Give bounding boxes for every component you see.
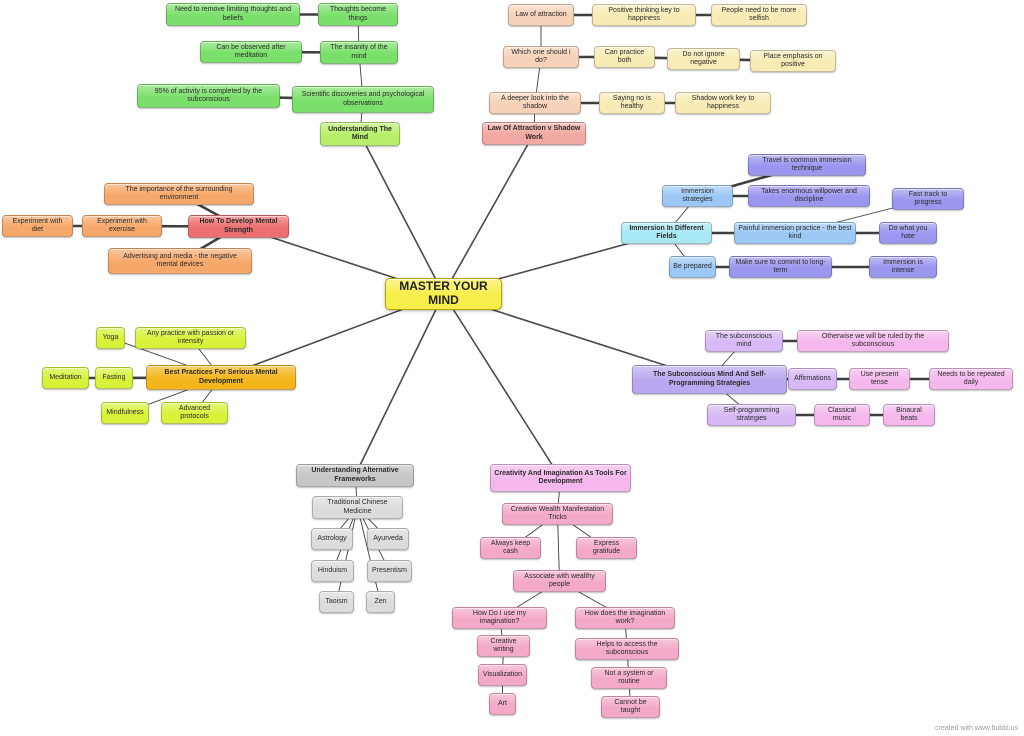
root-node[interactable]: MASTER YOUR MIND bbox=[385, 278, 502, 310]
mind-map-node-af[interactable]: Understanding Alternative Frameworks bbox=[296, 464, 414, 487]
mind-map-node-af4[interactable]: Hinduism bbox=[311, 560, 354, 582]
mind-map-node-um1[interactable]: Thoughts become things bbox=[318, 3, 398, 26]
mind-map-node-ci3c[interactable]: Cannot be taught bbox=[601, 696, 660, 718]
mind-map-node-um2a[interactable]: Can be observed after meditation bbox=[200, 41, 302, 63]
mind-map-node-im2[interactable]: Painful immersion practice - the best ki… bbox=[734, 222, 856, 244]
mind-map-node-af2[interactable]: Astrology bbox=[311, 528, 353, 550]
mind-map-node-ci3[interactable]: How does the imagination work? bbox=[575, 607, 675, 629]
mind-map-node-sc[interactable]: The Subconscious Mind And Self-Programmi… bbox=[632, 365, 787, 394]
mind-map-node-hd[interactable]: How To Develop Mental Strength bbox=[188, 215, 289, 238]
mind-map-node-sc3[interactable]: Self-programming strategies bbox=[707, 404, 796, 426]
mind-map-node-la2b[interactable]: Do not ignore negative bbox=[667, 48, 740, 70]
mind-map-node-sc2b[interactable]: Needs to be repeated daily bbox=[929, 368, 1013, 390]
mind-map-node-ci1b[interactable]: Express gratitude bbox=[576, 537, 637, 559]
mind-map-node-im3b[interactable]: Immersion is intense bbox=[869, 256, 937, 278]
connector-lines bbox=[36, 13, 973, 708]
mind-map-node-ci3b[interactable]: Not a system or routine bbox=[591, 667, 667, 689]
mind-map-node-bp3[interactable]: Fasting bbox=[95, 367, 133, 389]
mind-map-node-hd2[interactable]: Experiment with exercise bbox=[82, 215, 162, 237]
mind-map-node-la2c[interactable]: Place emphasis on positive bbox=[750, 50, 836, 72]
mind-map-node-ci1[interactable]: Creative Wealth Manifestation Tricks bbox=[502, 503, 613, 525]
mind-map-node-af6[interactable]: Taoism bbox=[319, 591, 354, 613]
mind-map-node-im1b[interactable]: Takes enormous willpower and discipline bbox=[748, 185, 870, 207]
mind-map-node-sc3a[interactable]: Classical music bbox=[814, 404, 870, 426]
mind-map-node-hd1[interactable]: The importance of the surrounding enviro… bbox=[104, 183, 254, 205]
mind-map-node-um1a[interactable]: Need to remove limiting thoughts and bel… bbox=[166, 3, 300, 26]
mind-map-node-af7[interactable]: Zen bbox=[366, 591, 395, 613]
mind-map-node-bp3a[interactable]: Meditation bbox=[42, 367, 89, 389]
mind-map-node-sc2[interactable]: Affirmations bbox=[788, 368, 837, 390]
mind-map-node-la3b[interactable]: Shadow work key to happiness bbox=[675, 92, 771, 114]
connector-af1-af7 bbox=[357, 507, 381, 603]
mind-map-node-la3[interactable]: A deeper look into the shadow bbox=[489, 92, 581, 114]
connector-root-sc bbox=[442, 293, 711, 381]
mind-map-node-im[interactable]: Immersion In Different Fields bbox=[621, 222, 712, 244]
footer-credit: created with www.bubbl.us bbox=[935, 725, 1018, 732]
mind-map-node-sc1a[interactable]: Otherwise we will be ruled by the subcon… bbox=[797, 330, 949, 352]
connector-af1-af6 bbox=[336, 507, 358, 603]
mind-map-node-hd3[interactable]: Advertising and media - the negative men… bbox=[108, 248, 252, 274]
connector-root-um bbox=[359, 133, 445, 295]
mind-map-node-la3a[interactable]: Saying no is healthy bbox=[599, 92, 665, 114]
mind-map-node-um3[interactable]: Scientific discoveries and psychological… bbox=[292, 86, 434, 113]
mind-map-node-la1b[interactable]: People need to be more selfish bbox=[711, 4, 807, 26]
mind-map-node-im3a[interactable]: Make sure to commit to long-term bbox=[729, 256, 832, 278]
mind-map-node-bp1[interactable]: Yoga bbox=[96, 327, 125, 349]
mind-map-node-af3[interactable]: Ayurveda bbox=[367, 528, 409, 550]
mind-map-node-ci2c[interactable]: Art bbox=[489, 693, 516, 715]
mind-map-node-im2b[interactable]: Do what you hate bbox=[879, 222, 937, 244]
connector-root-af bbox=[354, 293, 445, 477]
mind-map-node-ci[interactable]: Creativity And Imagination As Tools For … bbox=[490, 464, 631, 492]
mind-map-node-sc2a[interactable]: Use present tense bbox=[849, 368, 910, 390]
mind-map-node-ci3a[interactable]: Helps to access the subconscious bbox=[575, 638, 679, 660]
mind-map-node-hd2a[interactable]: Experiment with diet bbox=[2, 215, 73, 237]
mind-map-node-ci1c[interactable]: Associate with wealthy people bbox=[513, 570, 606, 592]
mind-map-node-ci1a[interactable]: Always keep cash bbox=[480, 537, 541, 559]
mind-map-node-la2a[interactable]: Can practice both bbox=[594, 46, 655, 68]
mind-map-node-af1[interactable]: Traditional Chinese Medicine bbox=[312, 496, 403, 519]
mind-map-node-bp4[interactable]: Mindfulness bbox=[101, 402, 149, 424]
connector-root-la bbox=[442, 132, 535, 295]
mind-map-node-im3[interactable]: Be prepared bbox=[669, 256, 716, 278]
mind-map-node-sc3b[interactable]: Binaural beats bbox=[883, 404, 935, 426]
mind-map-node-ci2[interactable]: How Do I use my imagination? bbox=[452, 607, 547, 629]
mind-map-node-im1[interactable]: Immersion strategies bbox=[662, 185, 733, 207]
mind-map-node-bp[interactable]: Best Practices For Serious Mental Develo… bbox=[146, 365, 296, 390]
mind-map-node-bp5[interactable]: Advanced protocols bbox=[161, 402, 228, 424]
mind-map-node-sc1[interactable]: The subconscious mind bbox=[705, 330, 783, 352]
mind-map-node-af5[interactable]: Presentism bbox=[367, 560, 412, 582]
mind-map-node-la[interactable]: Law Of Attraction v Shadow Work bbox=[482, 122, 586, 145]
mind-map-node-um3a[interactable]: 95% of activity is completed by the subc… bbox=[137, 84, 280, 108]
connector-root-ci bbox=[442, 293, 562, 479]
mind-map-node-la2[interactable]: Which one should i do? bbox=[503, 46, 579, 68]
mind-map-node-um2[interactable]: The insanity of the mind bbox=[320, 41, 398, 64]
mind-map-node-im1a[interactable]: Travel is common immersion technique bbox=[748, 154, 866, 176]
connector-ci1-ci1c bbox=[557, 513, 560, 582]
mind-map-node-bp2[interactable]: Any practice with passion or intensity bbox=[135, 327, 246, 349]
mind-map-node-um[interactable]: Understanding The Mind bbox=[320, 122, 400, 146]
mind-map-node-la1[interactable]: Law of attraction bbox=[508, 4, 574, 26]
mind-map-node-ci2b[interactable]: Visualization bbox=[478, 664, 527, 686]
mind-map-node-im2a[interactable]: Fast track to progress bbox=[892, 188, 964, 210]
mind-map-node-la1a[interactable]: Positive thinking key to happiness bbox=[592, 4, 696, 26]
mind-map-node-ci2a[interactable]: Creative writing bbox=[477, 635, 530, 657]
